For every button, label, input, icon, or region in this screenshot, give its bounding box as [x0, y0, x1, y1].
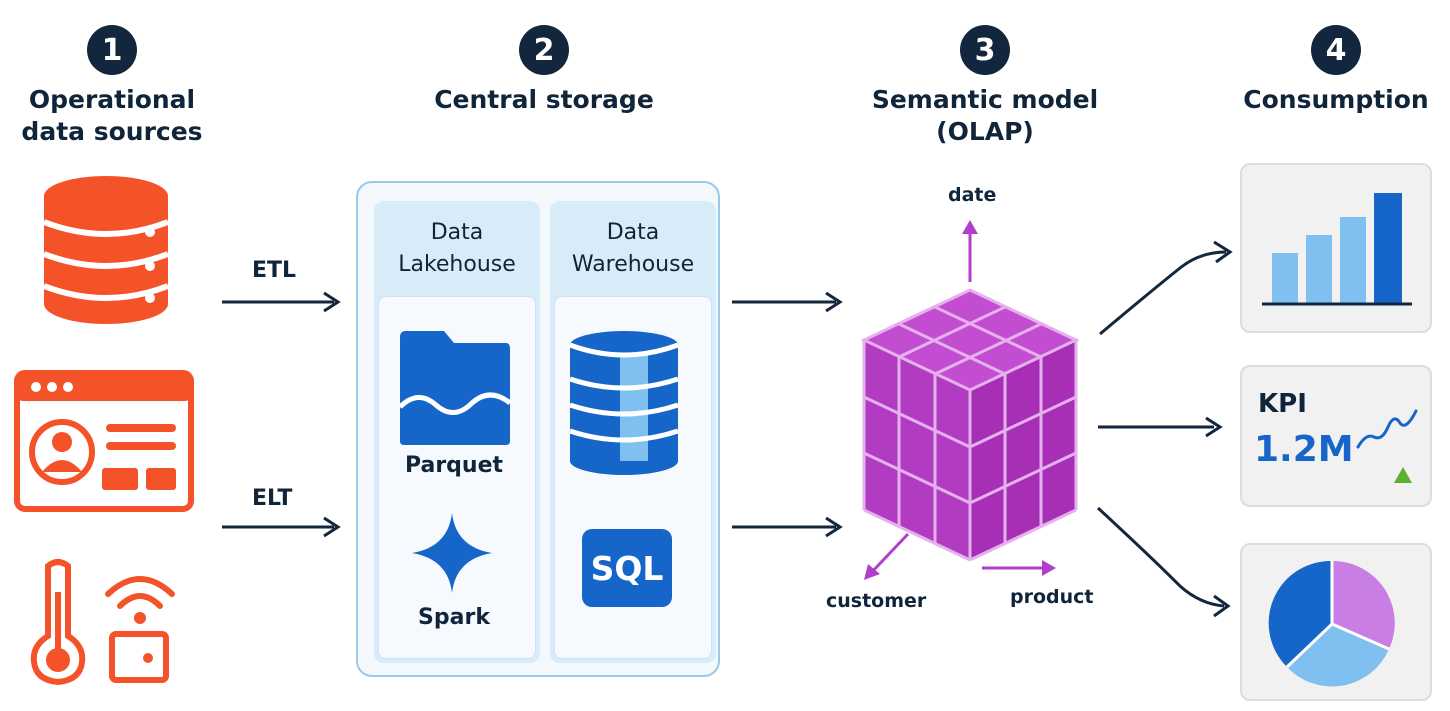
- warehouse-database-icon: [569, 331, 679, 475]
- step-2-badge: 2: [519, 25, 569, 75]
- warehouse-to-cube-arrow: [732, 516, 843, 538]
- parquet-label: Parquet: [404, 453, 504, 478]
- folder-icon: [398, 331, 512, 445]
- customer-axis-label: customer: [826, 590, 927, 612]
- consumption-title: Consumption: [1243, 85, 1429, 114]
- iot-sensor-icon: [105, 576, 175, 683]
- central-storage-box: Data Lakehouse Data Warehouse Parquet Sp…: [356, 181, 720, 677]
- kpi-title: KPI: [1258, 389, 1307, 419]
- kpi-card: KPI 1.2M: [1240, 365, 1432, 507]
- etl-arrow: [222, 291, 341, 313]
- semantic-title: Semantic model (OLAP): [871, 85, 1099, 146]
- spark-icon: [412, 513, 492, 593]
- step-4-badge: 4: [1311, 25, 1361, 75]
- up-triangle-icon: [1394, 467, 1412, 483]
- thermometer-icon: [30, 559, 86, 686]
- etl-label: ETL: [252, 258, 297, 283]
- kpi-value: 1.2M: [1254, 429, 1354, 470]
- cube-to-consumption-arrows: [1096, 240, 1233, 618]
- bar-chart-icon: [1262, 193, 1412, 306]
- spark-label: Spark: [418, 605, 490, 630]
- elt-label: ELT: [252, 486, 293, 511]
- lakehouse-to-cube-arrow: [732, 291, 843, 313]
- web-app-icon: [14, 370, 194, 512]
- storage-title: Central storage: [434, 85, 654, 114]
- database-icon: [42, 176, 170, 324]
- warehouse-title: Data Warehouse: [571, 220, 695, 277]
- trend-line-icon: [1356, 409, 1418, 449]
- product-axis-label: product: [1010, 586, 1094, 608]
- date-axis-label: date: [948, 184, 997, 206]
- lakehouse-title: Data Lakehouse: [398, 220, 516, 277]
- pie-chart-card: [1240, 543, 1432, 701]
- step-1-badge: 1: [87, 25, 137, 75]
- sql-icon: SQL: [582, 529, 672, 607]
- elt-arrow: [222, 516, 341, 538]
- sources-title: Operational data sources: [21, 85, 203, 146]
- step-3-badge: 3: [960, 25, 1010, 75]
- pie-chart-icon: [1268, 560, 1395, 687]
- bar-chart-card: [1240, 163, 1432, 333]
- olap-cube: [860, 220, 1080, 580]
